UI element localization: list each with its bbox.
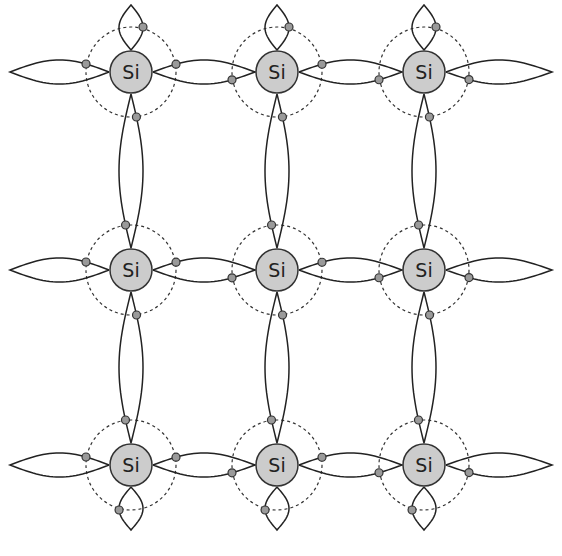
- atom-outline: [110, 51, 152, 93]
- electron-dot: [375, 76, 383, 84]
- valence-shell: [232, 27, 322, 117]
- element-symbol: Si: [268, 261, 285, 280]
- electron-dot: [318, 258, 326, 266]
- silicon-atom: Si: [255, 248, 299, 292]
- silicon-atom: Si: [109, 443, 153, 487]
- electron-dot: [375, 469, 383, 477]
- electron-dot: [318, 453, 326, 461]
- element-symbol: Si: [122, 456, 139, 475]
- covalent-bond: [153, 258, 255, 282]
- silicon-atom: Si: [402, 50, 446, 94]
- electron-dot: [415, 221, 423, 229]
- atom-outline: [403, 51, 445, 93]
- valence-shell: [86, 225, 176, 315]
- electron-dot: [139, 23, 147, 31]
- electron-dot: [133, 311, 141, 319]
- covalent-bond: [119, 292, 143, 443]
- electron-dot: [268, 221, 276, 229]
- electron-dot: [172, 60, 180, 68]
- covalent-bond: [412, 292, 436, 443]
- electron-dot: [82, 60, 90, 68]
- electron-dot: [228, 76, 236, 84]
- electron-dot: [267, 416, 275, 424]
- atom-outline: [256, 444, 298, 486]
- covalent-bond: [153, 60, 255, 84]
- valence-shell: [379, 420, 469, 510]
- outer-bond: [446, 258, 552, 282]
- electron-dot: [465, 76, 473, 84]
- valence-shell: [379, 225, 469, 315]
- element-symbol: Si: [415, 63, 432, 82]
- electron-dot: [426, 311, 434, 319]
- electron-dot: [228, 274, 236, 282]
- electron-dot: [465, 274, 473, 282]
- element-symbol: Si: [268, 63, 285, 82]
- silicon-atom: Si: [255, 50, 299, 94]
- electron-dot: [278, 113, 286, 121]
- electron-dot: [432, 23, 440, 31]
- electron-dot: [285, 23, 293, 31]
- outer-bond: [446, 453, 552, 477]
- atom-outline: [110, 249, 152, 291]
- electron-dot: [425, 113, 433, 121]
- electron-dot: [132, 113, 140, 121]
- electron-dot: [172, 453, 180, 461]
- electron-dot: [318, 60, 326, 68]
- valence-shell: [232, 420, 322, 510]
- atom-outline: [110, 444, 152, 486]
- covalent-bond: [299, 258, 402, 282]
- covalent-bonds: [119, 60, 436, 477]
- valence-shell: [232, 225, 322, 315]
- silicon-atom: Si: [402, 443, 446, 487]
- electron-dot: [82, 258, 90, 266]
- electron-dot: [122, 221, 130, 229]
- covalent-bond: [265, 292, 289, 443]
- atom-outline: [256, 51, 298, 93]
- covalent-bond: [119, 94, 143, 248]
- electron-dot: [121, 416, 129, 424]
- electron-dot: [115, 506, 123, 514]
- covalent-bond: [153, 453, 255, 477]
- electron-dot: [465, 469, 473, 477]
- electrons: [82, 23, 473, 514]
- element-symbol: Si: [268, 456, 285, 475]
- outer-bond: [446, 60, 552, 84]
- electron-dot: [375, 274, 383, 282]
- outer-bond: [10, 60, 109, 84]
- element-symbol: Si: [415, 261, 432, 280]
- outer-bonds: [10, 5, 552, 530]
- atom-outline: [256, 249, 298, 291]
- element-symbol: Si: [122, 261, 139, 280]
- atom-outline: [403, 444, 445, 486]
- outer-bond: [10, 258, 109, 282]
- valence-shell: [379, 27, 469, 117]
- electron-dot: [414, 416, 422, 424]
- silicon-atom: Si: [109, 248, 153, 292]
- valence-shell: [86, 420, 176, 510]
- outer-bond: [10, 453, 109, 477]
- covalent-bond: [412, 94, 436, 248]
- element-symbol: Si: [122, 63, 139, 82]
- covalent-bond: [299, 453, 402, 477]
- electron-dot: [228, 469, 236, 477]
- electron-dot: [279, 311, 287, 319]
- valence-shell: [86, 27, 176, 117]
- electron-dot: [82, 453, 90, 461]
- electron-dot: [172, 258, 180, 266]
- silicon-atom: Si: [255, 443, 299, 487]
- atom-outline: [403, 249, 445, 291]
- electron-dot: [261, 506, 269, 514]
- covalent-bond: [299, 60, 402, 84]
- covalent-bond: [265, 94, 289, 248]
- silicon-atom: Si: [402, 248, 446, 292]
- element-symbol: Si: [415, 456, 432, 475]
- electron-dot: [408, 506, 416, 514]
- silicon-atom: Si: [109, 50, 153, 94]
- electron-shells: [86, 27, 469, 510]
